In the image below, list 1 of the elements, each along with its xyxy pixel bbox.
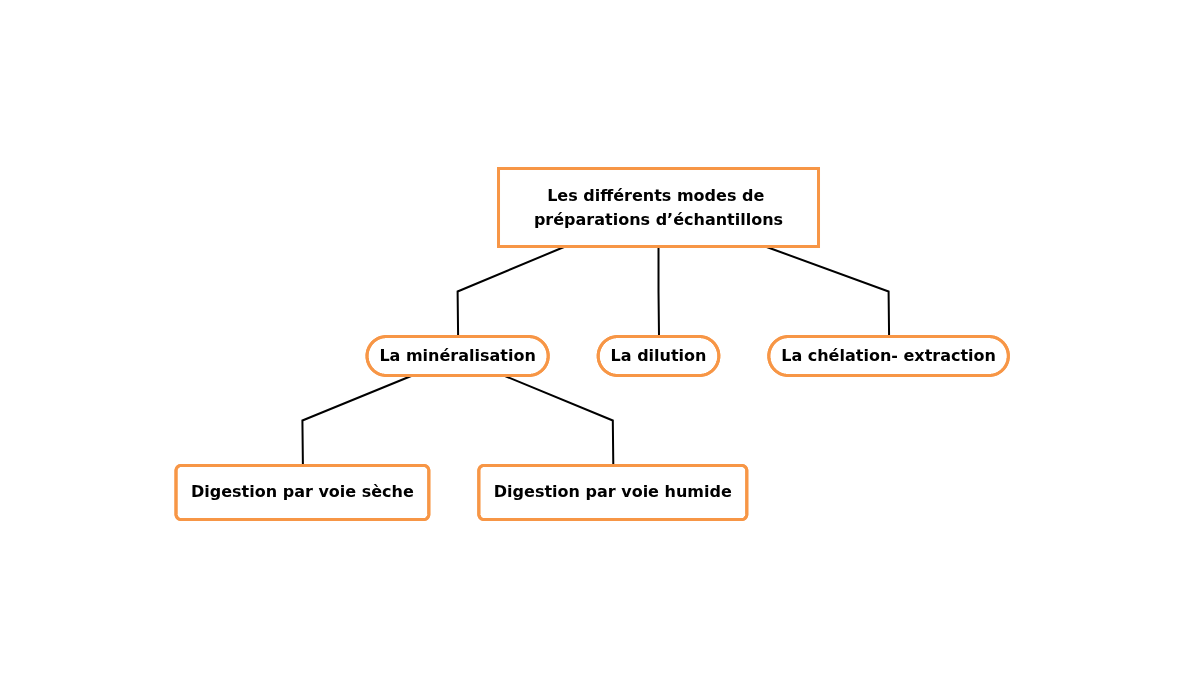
node-box: Les différents modes de préparations d’échantillons (496, 167, 820, 248)
